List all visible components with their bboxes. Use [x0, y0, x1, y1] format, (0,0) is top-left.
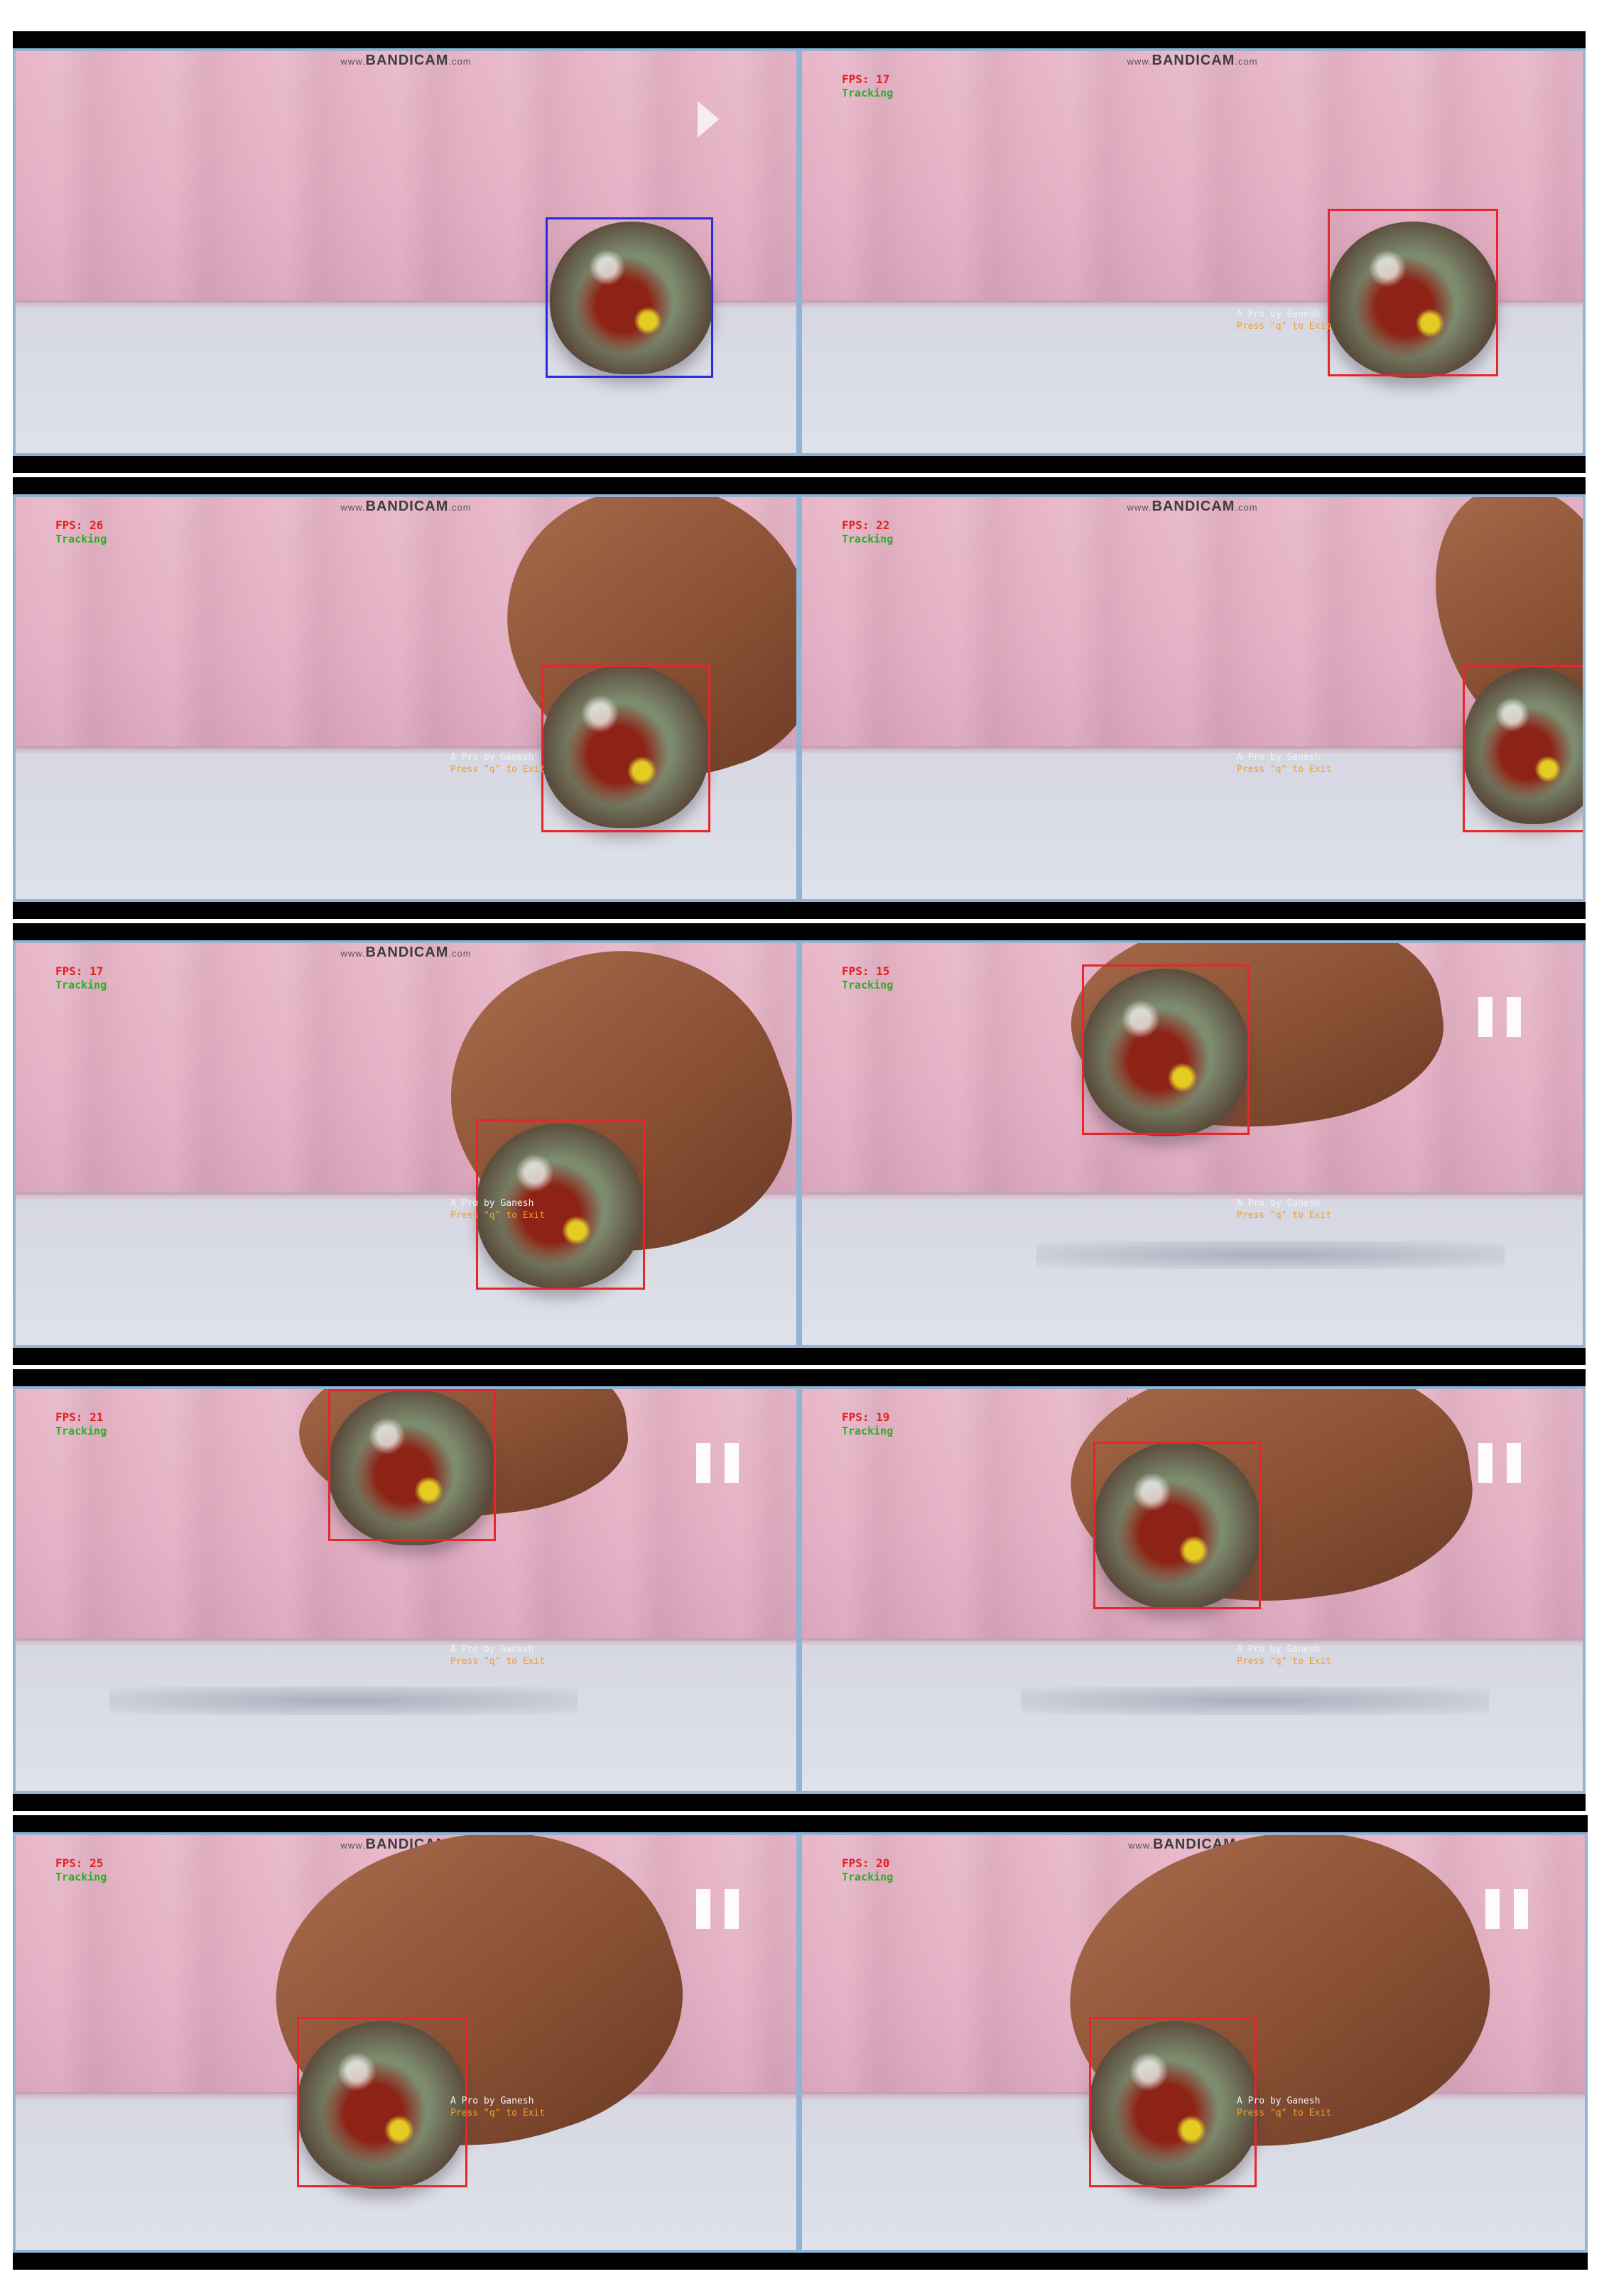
fps-counter: FPS: 22 — [842, 518, 890, 532]
video-surface: www.BANDICAM.com FPS: 19 Tracking A Pro … — [799, 1386, 1586, 1794]
tracking-status: Tracking — [842, 1871, 894, 1883]
video-surface: www.BANDICAM.com FPS: 21 Tracking A Pro … — [13, 1386, 799, 1794]
pause-icon[interactable] — [1478, 997, 1521, 1037]
video-frame-10: www.BANDICAM.com FPS: 20 Tracking A Pro … — [799, 1815, 1588, 2270]
video-frame-8: www.BANDICAM.com FPS: 19 Tracking A Pro … — [799, 1369, 1586, 1811]
tracking-status: Tracking — [842, 87, 894, 99]
glass-ball — [1082, 969, 1250, 1136]
video-frame-7: www.BANDICAM.com FPS: 21 Tracking A Pro … — [13, 1369, 799, 1811]
video-frame-9: www.BANDICAM.com FPS: 25 Tracking A Pro … — [13, 1815, 799, 2270]
glass-ball — [297, 2021, 467, 2189]
tracking-status: Tracking — [842, 1425, 894, 1437]
video-surface: www.BANDICAM.com — [13, 48, 799, 456]
bandicam-watermark: www.BANDICAM.com — [1127, 499, 1258, 514]
bandicam-watermark: www.BANDICAM.com — [340, 53, 472, 68]
video-surface: www.BANDICAM.com FPS: 25 Tracking A Pro … — [13, 1832, 799, 2253]
fps-counter: FPS: 17 — [55, 964, 104, 978]
tracking-box — [1089, 2017, 1257, 2187]
fps-counter: FPS: 20 — [842, 1856, 890, 1870]
fps-counter: FPS: 21 — [55, 1410, 104, 1424]
video-frame-6: www.BANDICAM.com FPS: 15 Tracking A Pro … — [799, 923, 1586, 1365]
bandicam-watermark: www.BANDICAM.com — [340, 945, 472, 960]
tracking-box — [1093, 1442, 1261, 1609]
tracking-status: Tracking — [55, 1425, 107, 1437]
tracking-status: Tracking — [842, 979, 894, 991]
fps-counter: FPS: 17 — [842, 72, 890, 86]
glass-ball — [550, 222, 713, 374]
tracking-status: Tracking — [842, 533, 894, 545]
video-frame-3: www.BANDICAM.com FPS: 26 Tracking A Pro … — [13, 477, 799, 919]
video-surface: www.BANDICAM.com FPS: 15 Tracking A Pro … — [799, 940, 1586, 1348]
glass-ball — [1328, 222, 1498, 378]
video-surface: www.BANDICAM.com FPS: 22 Tracking A Pro … — [799, 494, 1586, 902]
glass-ball — [1463, 668, 1583, 824]
tracking-box — [476, 1119, 645, 1290]
fps-counter: FPS: 15 — [842, 964, 890, 978]
pause-icon[interactable] — [1485, 1889, 1528, 1929]
tracking-box — [1328, 209, 1498, 376]
bandicam-watermark: www.BANDICAM.com — [340, 499, 472, 514]
tracking-status: Tracking — [55, 533, 107, 545]
glass-ball — [476, 1123, 644, 1288]
video-frame-1: www.BANDICAM.com — [13, 31, 799, 473]
pause-icon[interactable] — [696, 1889, 739, 1929]
tracking-box — [541, 665, 710, 832]
glass-ball — [1093, 1442, 1261, 1609]
fps-counter: FPS: 25 — [55, 1856, 104, 1870]
video-frame-5: www.BANDICAM.com FPS: 17 Tracking A Pro … — [13, 923, 799, 1365]
play-icon[interactable] — [698, 101, 719, 138]
video-surface: www.BANDICAM.com FPS: 17 Tracking A Pro … — [799, 48, 1586, 456]
initial-selection-box — [546, 217, 713, 378]
glass-ball — [328, 1389, 496, 1545]
glass-ball — [1089, 2021, 1259, 2189]
tracking-box — [1463, 665, 1583, 832]
tracking-box — [1082, 964, 1250, 1135]
video-frame-4: www.BANDICAM.com FPS: 22 Tracking A Pro … — [799, 477, 1586, 919]
glass-ball — [541, 665, 709, 828]
tracking-status: Tracking — [55, 1871, 107, 1883]
bandicam-watermark: www.BANDICAM.com — [1127, 53, 1258, 68]
tracking-status: Tracking — [55, 979, 107, 991]
video-frame-2: www.BANDICAM.com FPS: 17 Tracking A Pro … — [799, 31, 1586, 473]
fps-counter: FPS: 19 — [842, 1410, 890, 1424]
tracking-box — [328, 1389, 496, 1541]
video-surface: www.BANDICAM.com FPS: 20 Tracking A Pro … — [799, 1832, 1588, 2253]
tracking-box — [297, 2017, 467, 2187]
pause-icon[interactable] — [1478, 1443, 1521, 1483]
video-surface: www.BANDICAM.com FPS: 26 Tracking A Pro … — [13, 494, 799, 902]
fps-counter: FPS: 26 — [55, 518, 104, 532]
pause-icon[interactable] — [696, 1443, 739, 1483]
video-surface: www.BANDICAM.com FPS: 17 Tracking A Pro … — [13, 940, 799, 1348]
